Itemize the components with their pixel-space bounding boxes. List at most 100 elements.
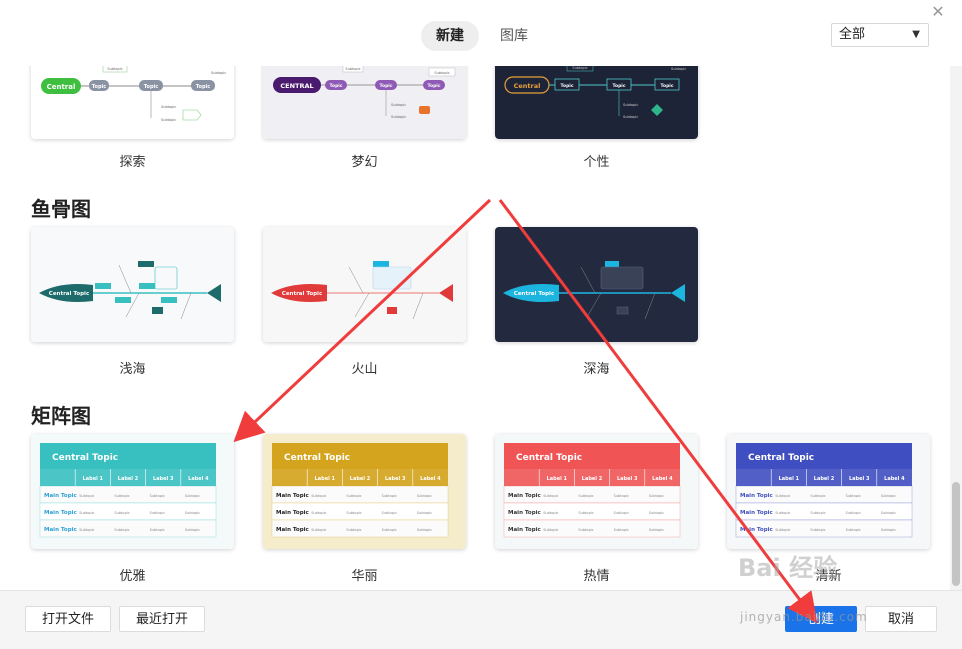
topic-node-3-text: Topic — [428, 83, 441, 89]
topic-node-3-text: Topic — [661, 83, 674, 89]
matrix-row — [39, 519, 217, 538]
open-file-button[interactable]: 打开文件 — [25, 606, 111, 632]
scrollbar-thumb[interactable] — [952, 482, 960, 586]
fantasy-preview: CENTRAL Topic Topic Topic Subtopic Subto… — [263, 66, 466, 139]
matrix-cell: Subtopic — [846, 511, 861, 515]
topic-node-1-text: Topic — [330, 83, 343, 89]
template-label-shallow: 浅海 — [119, 362, 146, 377]
matrix-row-label: Main Topic — [276, 493, 309, 499]
topic-node-1-text: Topic — [561, 83, 574, 89]
marker-bottom — [387, 307, 397, 314]
subtopic-text-2: Subtopic — [161, 118, 176, 122]
template-gallery[interactable]: Central Topic Topic Topic Subtopic Subto… — [0, 66, 948, 590]
template-label-personality: 个性 — [583, 155, 610, 170]
recent-button[interactable]: 最近打开 — [119, 606, 205, 632]
subtopic-box-2 — [428, 67, 456, 77]
dialog-header: 新建 图库 ✕ 全部 ▼ — [0, 0, 962, 66]
preview-background — [495, 227, 698, 342]
matrix-cell: Subtopic — [881, 528, 896, 532]
central-node-text: Central — [514, 82, 541, 90]
matrix-cell: Subtopic — [417, 528, 432, 532]
matrix-row-label: Main Topic — [508, 493, 541, 499]
filter-select[interactable]: 全部 ▼ — [831, 23, 929, 47]
explore-preview: Central Topic Topic Topic Subtopic Subto… — [31, 66, 234, 139]
central-node-text: CENTRAL — [280, 82, 313, 90]
matrix-cell: Subtopic — [185, 528, 200, 532]
template-card-explore[interactable]: Central Topic Topic Topic Subtopic Subto… — [31, 66, 234, 139]
matrix-col-label: Label 4 — [188, 476, 209, 482]
matrix-col-label: Label 4 — [420, 476, 441, 482]
subtopic-box-1 — [102, 66, 128, 73]
matrix-col-label: Label 3 — [617, 476, 638, 482]
topic-node-3-text: Topic — [196, 84, 210, 90]
filter-select-value: 全部 — [839, 27, 866, 42]
topic-node-1-text: Topic — [92, 84, 106, 90]
fish-tail — [207, 284, 221, 302]
matrix-cell: Subtopic — [543, 511, 558, 515]
template-card-personality[interactable]: Central Topic Topic Topic Subtopic Subto… — [495, 66, 698, 139]
matrix-title-text: Central Topic — [52, 453, 118, 463]
tab-new[interactable]: 新建 — [421, 21, 479, 51]
subtopic-box-text: Subtopic — [572, 66, 587, 70]
topic-node-3 — [654, 78, 680, 91]
subtopic-box — [342, 66, 364, 73]
subtopic-text-3: Subtopic — [211, 71, 226, 75]
template-card-deepsea[interactable]: Central Topic — [495, 227, 698, 342]
matrix-header-row — [40, 469, 216, 486]
topic-node-1 — [89, 80, 109, 91]
subtopic-box — [566, 66, 594, 72]
create-button[interactable]: 创建 — [785, 606, 857, 632]
matrix-cell: Subtopic — [150, 511, 165, 515]
matrix-cell: Subtopic — [185, 511, 200, 515]
bone-3 — [180, 292, 192, 320]
topic-node-2-text: Topic — [613, 83, 626, 89]
central-node — [273, 77, 321, 93]
template-card-fantasy[interactable]: CENTRAL Topic Topic Topic Subtopic Subto… — [263, 66, 466, 139]
subtopic-box-1-text: Subtopic — [107, 67, 122, 71]
matrix-cell: Subtopic — [311, 528, 326, 532]
subtopic-text-1: Subtopic — [391, 103, 406, 107]
matrix-cell: Subtopic — [775, 494, 790, 498]
matrix-cell: Subtopic — [346, 494, 361, 498]
template-card-volcano[interactable]: Central Topic — [263, 227, 466, 342]
subtopic-text-1: Subtopic — [161, 105, 176, 109]
tab-gallery[interactable]: 图库 — [500, 28, 528, 44]
matrix-cell: Subtopic — [79, 511, 94, 515]
matrix-cell: Subtopic — [150, 494, 165, 498]
template-card-shallow[interactable]: Central Topic — [31, 227, 234, 342]
matrix-col-label: Label 2 — [582, 476, 603, 482]
matrix-cell: Subtopic — [346, 511, 361, 515]
template-label-passion: 热情 — [583, 569, 610, 584]
vertical-scrollbar[interactable] — [950, 66, 962, 590]
matrix-cell: Subtopic — [775, 528, 790, 532]
matrix-row-label: Main Topic — [44, 493, 77, 499]
shallow-preview: Central Topic — [31, 227, 234, 342]
matrix-row-label: Main Topic — [740, 527, 773, 533]
fish-head-text: Central Topic — [282, 291, 322, 297]
close-icon[interactable]: ✕ — [931, 2, 945, 21]
section-title-fishbone: 鱼骨图 — [31, 197, 91, 221]
template-label-fantasy: 梦幻 — [351, 155, 378, 170]
marker-top — [373, 261, 389, 267]
topic-node-1 — [325, 80, 347, 90]
matrix-cell: Subtopic — [578, 511, 593, 515]
matrix-cell: Subtopic — [881, 494, 896, 498]
template-label-elegant: 优雅 — [119, 569, 146, 584]
cancel-button[interactable]: 取消 — [865, 606, 937, 632]
subtopic-text-1: Subtopic — [623, 103, 638, 107]
matrix-col-label: Label 2 — [118, 476, 139, 482]
matrix-cell: Subtopic — [114, 511, 129, 515]
matrix-cell: Subtopic — [649, 511, 664, 515]
preview-background — [31, 66, 234, 139]
matrix-col-label: Label 3 — [849, 476, 870, 482]
matrix-cell: Subtopic — [346, 528, 361, 532]
template-label-explore: 探索 — [119, 155, 146, 170]
note-box — [372, 266, 412, 290]
personality-preview: Central Topic Topic Topic Subtopic Subto… — [495, 66, 698, 139]
marker-bottom — [152, 307, 163, 314]
diamond-marker — [651, 104, 663, 116]
